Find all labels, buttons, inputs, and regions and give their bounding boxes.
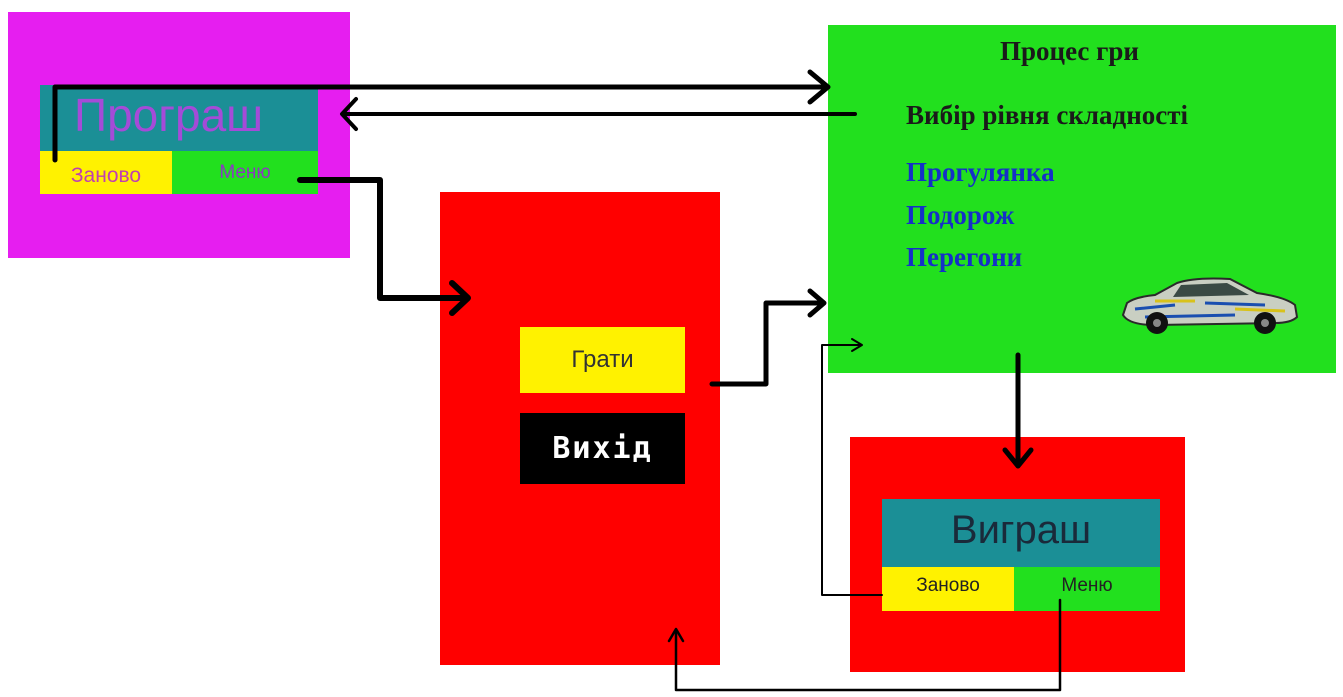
arrow-play-to-game — [712, 303, 822, 384]
arrow-lose-restart-to-game — [55, 87, 825, 160]
arrow-lose-menu-to-main-menu — [300, 180, 465, 298]
arrow-win-restart-to-game — [822, 345, 882, 595]
arrow-win-menu-to-main-menu — [676, 600, 1060, 690]
